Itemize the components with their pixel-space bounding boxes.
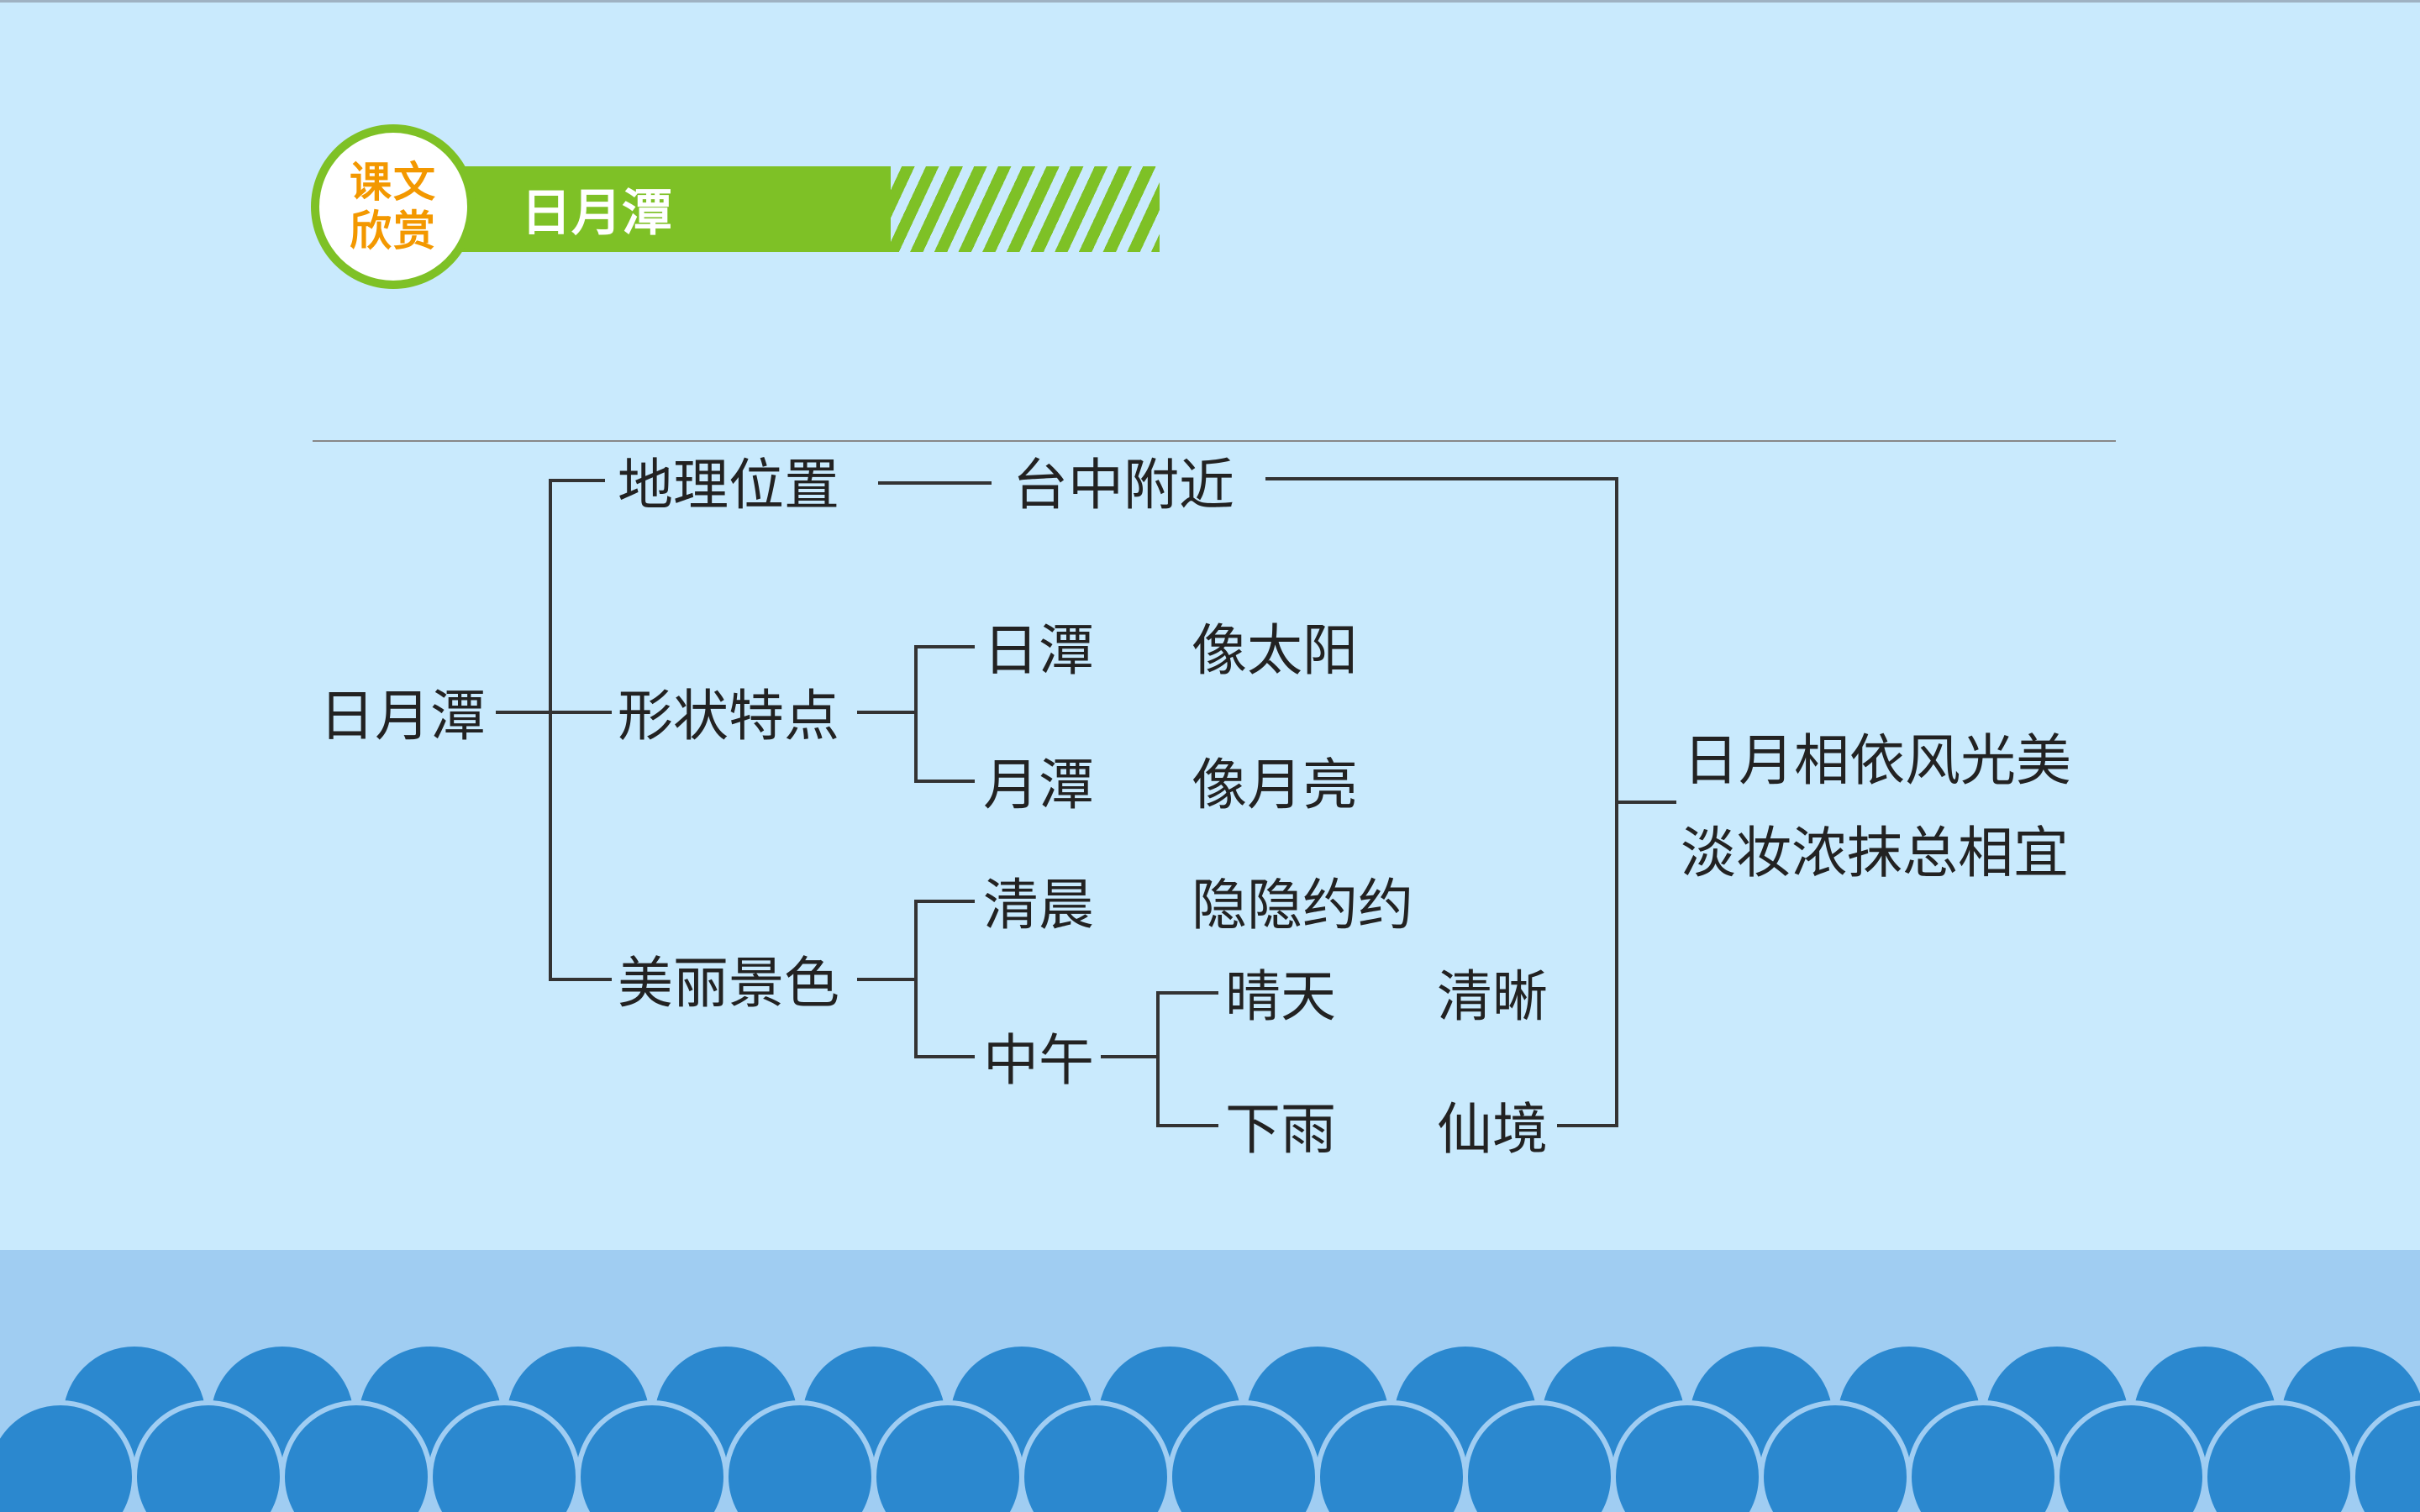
badge-label: 课文欣赏: [350, 158, 437, 255]
node-sunny: 晴天: [1225, 964, 1336, 1029]
node-noon: 中午: [983, 1028, 1094, 1093]
badge-circle-inner: 课文欣赏: [319, 133, 467, 281]
divider-line: [313, 440, 2116, 442]
node-geo: 地理位置: [618, 453, 839, 517]
node-geo-value: 台中附近: [1013, 453, 1234, 517]
node-morning-desc: 隐隐约约: [1192, 873, 1413, 937]
summary-line-2: 淡妆浓抹总相宜: [1681, 821, 2069, 885]
bracket-main: [549, 479, 612, 981]
node-sunny-desc: 清晰: [1437, 964, 1548, 1029]
node-moon-lake: 月潭: [983, 753, 1094, 817]
wave-dome: [2350, 1400, 2420, 1512]
bracket-shape: [914, 645, 975, 783]
node-shape: 形状特点: [618, 684, 839, 748]
connector-lines: [496, 477, 1676, 1127]
node-sun-lake: 日潭: [983, 618, 1094, 683]
wave-decoration: [0, 1250, 2420, 1512]
banner-stripes: [891, 166, 1160, 252]
header-title: 日月潭: [521, 184, 672, 243]
node-rain-desc: 仙境: [1437, 1097, 1548, 1162]
node-moon-desc: 像月亮: [1192, 753, 1358, 817]
node-scenery: 美丽景色: [618, 951, 839, 1016]
bracket-scenery: [914, 900, 975, 1058]
wave-row-front: [0, 1400, 2420, 1512]
node-rain: 下雨: [1225, 1097, 1336, 1162]
summary-line-1: 日月相依风光美: [1683, 728, 2071, 793]
node-root: 日月潭: [319, 684, 486, 748]
section-header: 课文欣赏 日月潭: [311, 124, 1160, 301]
node-morning: 清晨: [983, 873, 1094, 937]
bracket-noon: [1156, 991, 1218, 1127]
node-sun-desc: 像太阳: [1192, 618, 1358, 683]
top-border: [0, 0, 2420, 3]
badge-circle: 课文欣赏: [311, 124, 476, 289]
